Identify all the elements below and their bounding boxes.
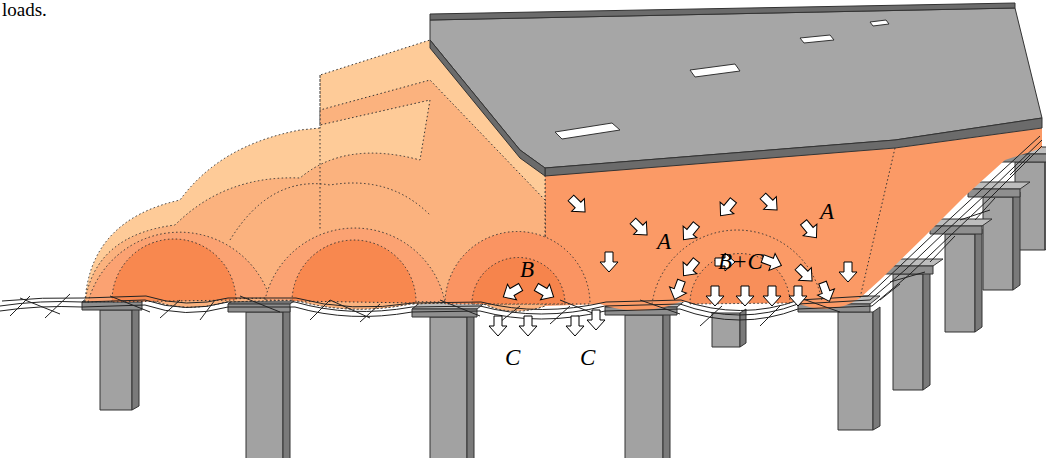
zone-letter: A xyxy=(820,200,834,223)
geogrid xyxy=(0,136,1042,326)
arch-dome xyxy=(88,232,270,302)
road-edge xyxy=(545,118,1042,176)
zone-letter: C xyxy=(580,346,595,369)
arch-dome-inner xyxy=(292,240,416,303)
lane-marking xyxy=(555,20,889,139)
zone-letter: B+C xyxy=(718,250,763,273)
zone-letter: C xyxy=(505,346,520,369)
caption-fragment: loads. xyxy=(2,0,47,19)
arch-dome xyxy=(265,228,445,302)
arch-dome xyxy=(445,231,590,304)
road-surface xyxy=(430,8,1042,168)
zone-letter: B xyxy=(520,258,534,281)
road-edge xyxy=(430,3,1015,20)
load-arrow xyxy=(489,190,857,336)
zone-letter: A xyxy=(657,230,671,253)
arch-dome-inner xyxy=(472,258,565,305)
arch-dome-inner xyxy=(112,239,236,302)
